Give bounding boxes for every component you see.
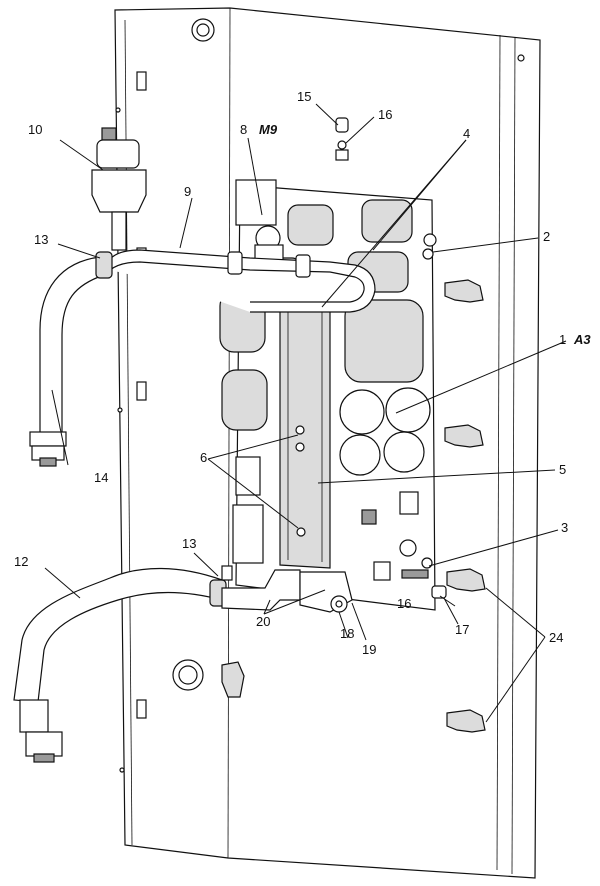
lower-pipes-20	[221, 565, 353, 613]
pressure-sensor-10	[91, 127, 147, 251]
small-fittings	[335, 117, 447, 599]
label-2: 2	[543, 229, 550, 244]
label-m9: M9	[259, 122, 278, 137]
label-12: 12	[14, 554, 28, 569]
label-3: 3	[561, 520, 568, 535]
label-1: 1	[559, 332, 566, 347]
label-24: 24	[549, 630, 563, 645]
label-18: 18	[340, 626, 354, 641]
label-9: 9	[184, 184, 191, 199]
main-pcb-a3	[219, 184, 437, 611]
label-4: 4	[463, 126, 470, 141]
label-a3: A3	[573, 332, 591, 347]
label-17: 17	[455, 622, 469, 637]
label-6: 6	[200, 450, 207, 465]
mounting-clips	[221, 279, 486, 733]
label-20: 20	[256, 614, 270, 629]
leader-lines	[44, 103, 567, 723]
label-13-top: 13	[34, 232, 48, 247]
label-16-top: 16	[378, 107, 392, 122]
hose-14	[29, 251, 113, 467]
label-15: 15	[297, 89, 311, 104]
label-13-bottom: 13	[182, 536, 196, 551]
label-14: 14	[94, 470, 108, 485]
label-10: 10	[28, 122, 42, 137]
label-16-bottom: 16	[397, 596, 411, 611]
pipe-9	[107, 249, 376, 313]
label-8: 8	[240, 122, 247, 137]
callout-labels: 10 13 14 12 13 9 8 M9 15 16 4 2 1 A3 5 6…	[14, 89, 591, 657]
label-5: 5	[559, 462, 566, 477]
label-19: 19	[362, 642, 376, 657]
